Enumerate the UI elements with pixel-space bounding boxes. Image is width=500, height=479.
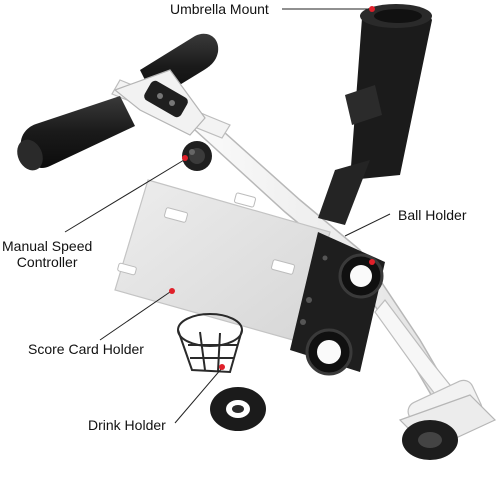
score-card-plate (114, 179, 331, 343)
handle-grip-left (17, 96, 135, 171)
label-score-card-holder: Score Card Holder (28, 341, 144, 357)
speed-controller-knob (182, 141, 212, 171)
umbrella-mount (318, 4, 432, 225)
drink-holder (177, 313, 243, 374)
label-ball-holder: Ball Holder (398, 207, 467, 223)
rear-wheel (402, 420, 458, 460)
label-manual-speed-line2: Controller (16, 254, 78, 271)
callout-lines (64, 8, 391, 424)
label-umbrella-mount: Umbrella Mount (170, 1, 269, 17)
label-manual-speed-line1: Manual Speed (2, 238, 93, 254)
ball-holder (290, 232, 385, 376)
handle-console (113, 69, 206, 136)
front-wheel (210, 387, 266, 431)
callout-dots (169, 6, 375, 370)
label-drink-holder: Drink Holder (88, 417, 166, 433)
label-manual-speed-controller: Manual Speed Controller (2, 238, 92, 270)
